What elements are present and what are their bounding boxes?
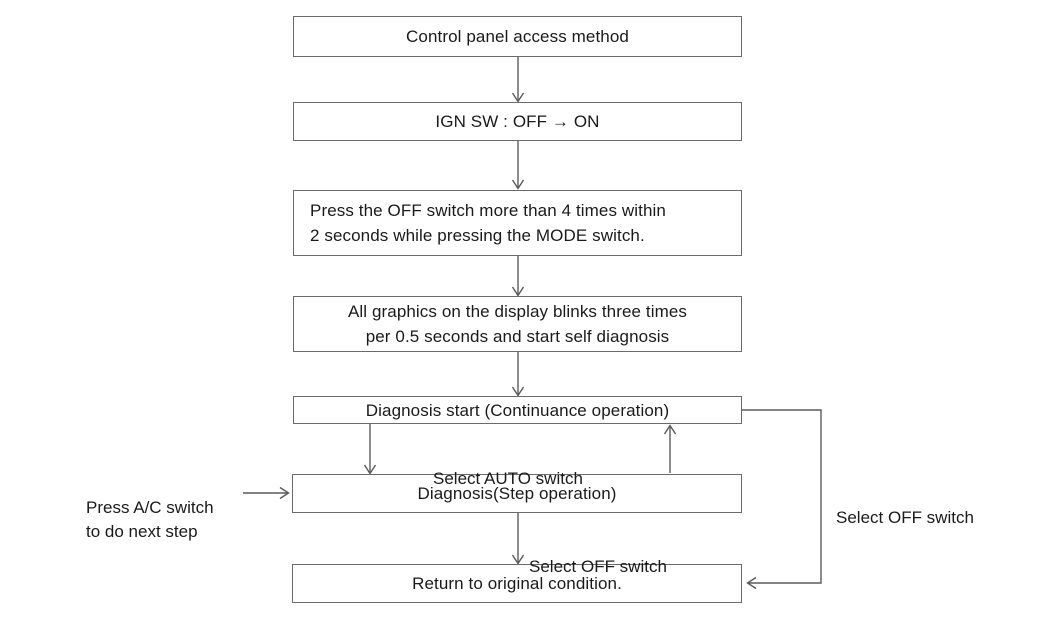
arrowhead-step-to-return <box>511 554 525 565</box>
node-graphics-blink[interactable]: All graphics on the display blinks three… <box>293 296 742 352</box>
annotation-press-ac-switch: Press A/C switch to do next step <box>86 472 214 544</box>
node-press-off-switch[interactable]: Press the OFF switch more than 4 times w… <box>293 190 742 256</box>
annotation-press-ac-switch-text: Press A/C switch to do next step <box>86 498 214 541</box>
node-ign-sw-label: IGN SW : OFF → ON <box>435 112 600 131</box>
node-control-panel-access-method[interactable]: Control panel access method <box>293 16 742 57</box>
node-press-off-switch-label: Press the OFF switch more than 4 times w… <box>310 201 666 245</box>
arrowhead-access-to-ign <box>511 92 525 103</box>
edge-label-select-off-switch-right: Select OFF switch <box>836 482 974 530</box>
node-diagnosis-step[interactable]: Diagnosis(Step operation) <box>292 474 742 513</box>
arrowhead-press-to-blink <box>511 286 525 297</box>
connector-start-to-return-loop <box>742 409 822 584</box>
edge-label-select-auto-switch-text: Select AUTO switch <box>433 469 583 488</box>
edge-label-select-off-switch-right-text: Select OFF switch <box>836 508 974 527</box>
node-diagnosis-start-label: Diagnosis start (Continuance operation) <box>365 400 670 420</box>
node-ign-sw[interactable]: IGN SW : OFF → ON <box>293 102 742 141</box>
node-diagnosis-step-label: Diagnosis(Step operation) <box>417 484 617 503</box>
edge-label-select-off-switch-down-text: Select OFF switch <box>529 557 667 576</box>
arrowhead-ign-to-press <box>511 179 525 190</box>
arrowhead-ac-switch-note <box>279 486 290 500</box>
node-graphics-blink-label: All graphics on the display blinks three… <box>347 302 688 346</box>
node-diagnosis-start[interactable]: Diagnosis start (Continuance operation) <box>293 396 742 424</box>
arrowhead-blink-to-start <box>511 386 525 397</box>
node-control-panel-access-method-label: Control panel access method <box>406 27 629 46</box>
edge-label-select-auto-switch: Select AUTO switch <box>433 443 583 491</box>
arrowhead-start-to-return-loop <box>746 576 757 590</box>
node-return-original-label: Return to original condition. <box>412 574 622 593</box>
node-return-original[interactable]: Return to original condition. <box>292 564 742 603</box>
arrowhead-step-to-start <box>663 424 677 435</box>
arrowhead-start-to-step <box>363 464 377 475</box>
edge-label-select-off-switch-down: Select OFF switch <box>529 531 667 579</box>
